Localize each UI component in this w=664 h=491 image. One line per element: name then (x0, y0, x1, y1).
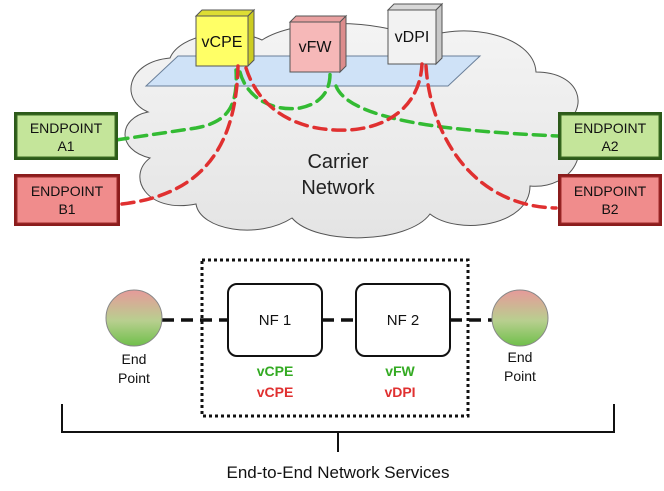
cloud-label-line2: Network (301, 177, 375, 199)
endpoint-b2-line1: ENDPOINT (574, 183, 647, 199)
end-point-right-circle (491, 289, 549, 347)
vcpe-node: vCPE (194, 8, 256, 68)
end-to-end-caption: End-to-End Network Services (227, 463, 450, 482)
vcpe-box (195, 15, 249, 67)
endpoint-b2: ENDPOINT B2 (558, 174, 662, 226)
endpoint-a1: ENDPOINT A1 (14, 112, 118, 160)
vfw-node: vFW (288, 14, 348, 74)
end-point-right-line2: Point (504, 368, 536, 384)
green-service-path (114, 68, 560, 142)
vdpi-node: vDPI (386, 2, 444, 66)
nf2-tag-red: vDPI (384, 384, 415, 400)
endpoint-a2-line2: A2 (601, 138, 618, 154)
endpoint-b2-line2: B2 (601, 201, 618, 217)
vfw-box (289, 21, 341, 73)
vcpe-label: vCPE (202, 34, 243, 51)
nf1-tag-green: vCPE (257, 363, 294, 379)
red-service-path (120, 62, 558, 210)
nf1-box: NF 1 vCPE vCPE (227, 283, 323, 400)
endpoint-a2-line1: ENDPOINT (574, 120, 647, 136)
nf1-tag-red: vCPE (257, 384, 294, 400)
cloud-label-line1: Carrier (307, 151, 368, 173)
end-point-left-line2: Point (118, 370, 150, 386)
end-point-right-line1: End (508, 349, 533, 365)
endpoint-b1: ENDPOINT B1 (14, 174, 120, 226)
nf2-tag-green: vFW (385, 363, 415, 379)
end-point-right: End Point (491, 289, 549, 384)
endpoint-b1-line2: B1 (58, 201, 75, 217)
vdpi-label: vDPI (395, 29, 430, 46)
end-to-end-bracket (61, 404, 615, 452)
vdpi-box (387, 9, 437, 65)
service-chain-boundary (200, 258, 470, 418)
endpoint-a2: ENDPOINT A2 (558, 112, 662, 160)
nf2-box: NF 2 vFW vDPI (355, 283, 451, 400)
endpoint-a1-line1: ENDPOINT (30, 120, 103, 136)
end-point-left-circle (105, 289, 163, 347)
endpoint-a1-line2: A1 (57, 138, 74, 154)
end-point-left-line1: End (122, 351, 147, 367)
vfw-label: vFW (299, 39, 333, 56)
nf1-label: NF 1 (259, 312, 292, 329)
endpoint-b1-line1: ENDPOINT (31, 183, 104, 199)
end-point-left: End Point (105, 289, 163, 386)
nf2-label: NF 2 (387, 312, 420, 329)
